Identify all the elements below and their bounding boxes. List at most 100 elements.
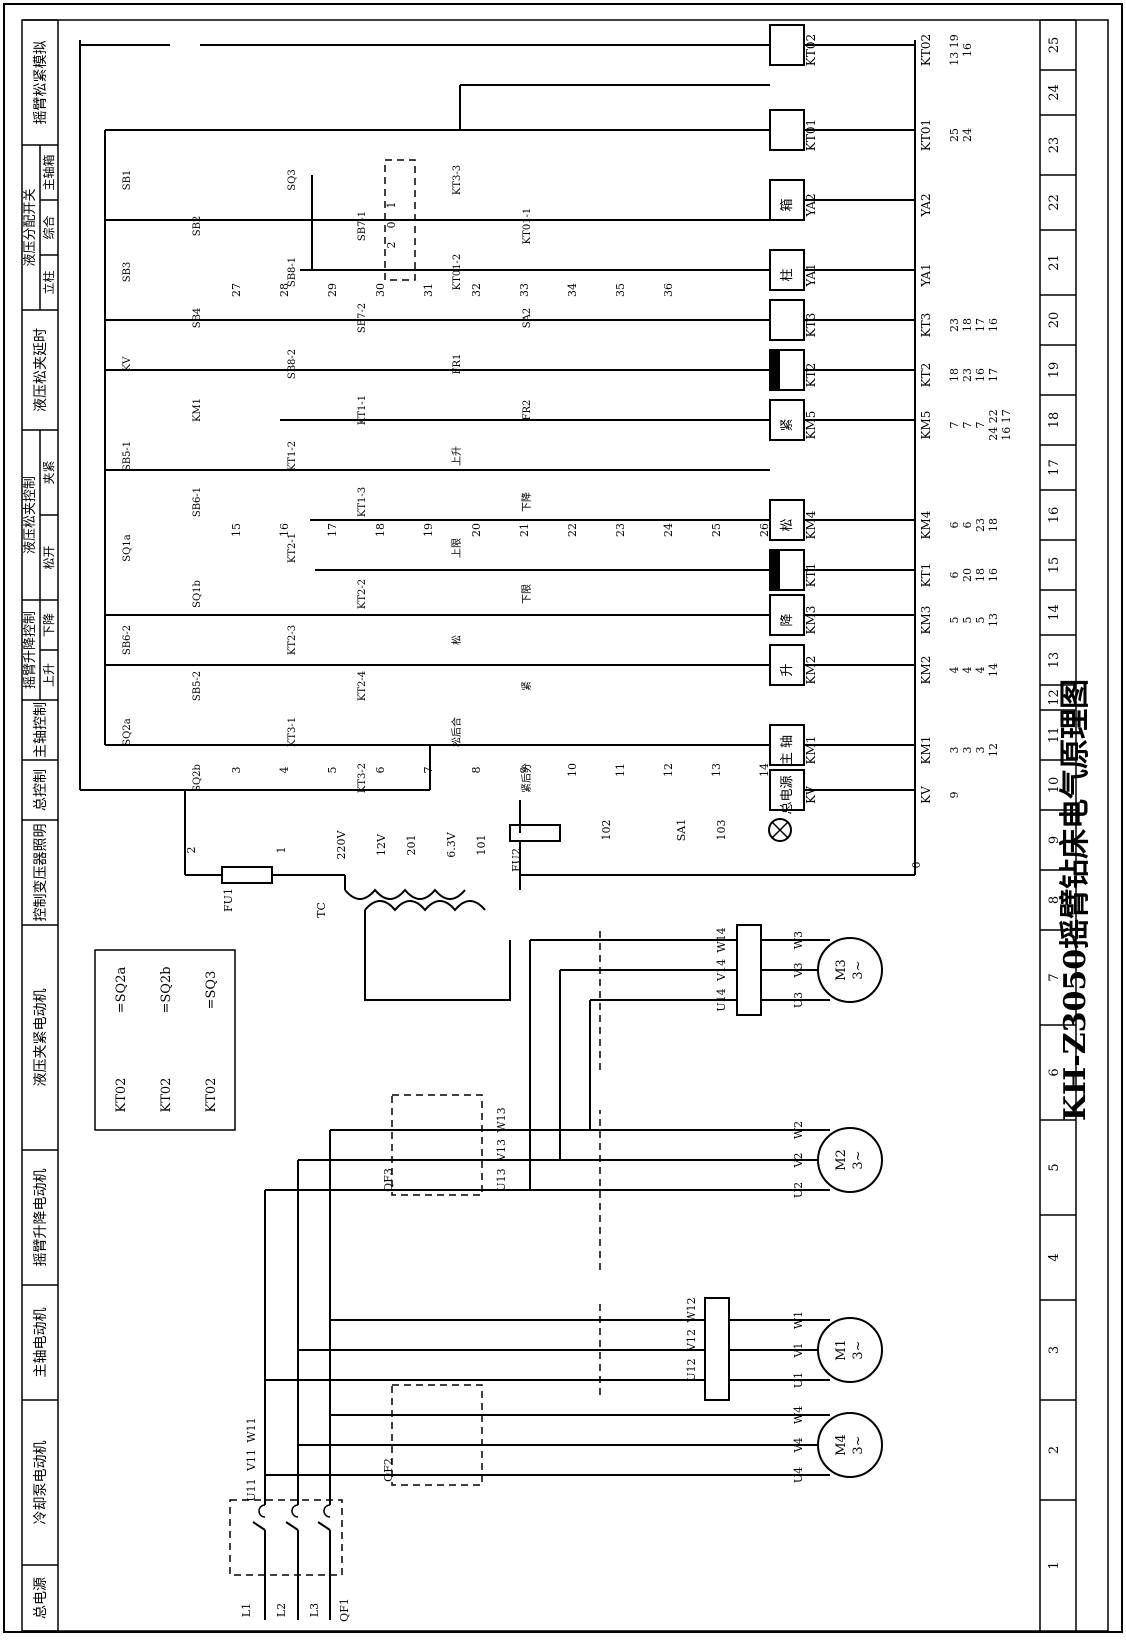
wire-label-4: V12 bbox=[685, 1329, 698, 1352]
device-label-14: SQ3 bbox=[287, 169, 298, 190]
node-label-5: 5 bbox=[326, 767, 339, 774]
km1-coil-symbol: 主 轴 bbox=[780, 735, 795, 765]
node-label-19: 19 bbox=[422, 523, 435, 537]
kt3-coil-tag: KT3 bbox=[804, 313, 818, 338]
kt1-coil-tag: KT1 bbox=[804, 563, 818, 588]
transformer-label-9: 102 bbox=[600, 820, 613, 841]
m3-terminal-0: U3 bbox=[792, 992, 805, 1008]
m2-terminal-1: V2 bbox=[792, 1153, 805, 1169]
node-label-10: 10 bbox=[566, 763, 579, 777]
kt1-contact-ref-0: 6 bbox=[948, 572, 961, 579]
kt3-contact-ref-2: 17 bbox=[974, 318, 987, 332]
motor-m2-symbol bbox=[817, 1127, 883, 1193]
node-label-34: 34 bbox=[566, 283, 579, 297]
kt01-coil-tag: KT01 bbox=[804, 119, 818, 151]
node-label-6: 6 bbox=[374, 767, 387, 774]
wire-label-8: W13 bbox=[495, 1107, 508, 1132]
section-title-11: 液压分配开关 bbox=[23, 188, 38, 266]
legend-ref-2: =SQ3 bbox=[204, 971, 219, 1010]
section-title-2: 主轴电动机 bbox=[33, 1308, 49, 1378]
device-label-15: SB7-1 bbox=[357, 211, 368, 241]
m4-phase: 3~ bbox=[851, 1435, 866, 1454]
outer-frame bbox=[3, 3, 1123, 1633]
km2-contact-tag: KM2 bbox=[919, 656, 933, 685]
column-number-10: 10 bbox=[1047, 777, 1062, 794]
device-label-31: SA2 bbox=[522, 308, 533, 328]
legend-device-1: KT02 bbox=[159, 1078, 174, 1113]
column-number-12: 12 bbox=[1047, 689, 1062, 706]
qf2-breaker bbox=[380, 1384, 830, 1486]
device-label-25: KT2-4 bbox=[357, 671, 368, 701]
wire-label-6: U13 bbox=[495, 1168, 508, 1191]
sa2-switch-frame bbox=[384, 159, 416, 281]
kt2-contact-ref-1: 23 bbox=[961, 368, 974, 382]
transformer-label-10: 103 bbox=[715, 820, 728, 841]
node-label-24: 24 bbox=[662, 523, 675, 537]
node-label-23: 23 bbox=[614, 523, 627, 537]
node-label-20: 20 bbox=[470, 523, 483, 537]
km1-contact-ref-1: 3 bbox=[961, 747, 974, 754]
ya1-coil-tag: YA1 bbox=[804, 263, 818, 287]
km4-contact-ref-1: 6 bbox=[961, 522, 974, 529]
kv-contact-tag: KV bbox=[919, 786, 933, 804]
ya2-coil-symbol: 箱 bbox=[779, 198, 795, 211]
transformer-label-6: FU1 bbox=[222, 888, 235, 912]
node-label-29: 29 bbox=[326, 283, 339, 297]
m4-name: M4 bbox=[834, 1434, 849, 1456]
kt2-contact-ref-0: 18 bbox=[948, 368, 961, 382]
km1-contact-ref-0: 3 bbox=[948, 747, 961, 754]
transformer-label-1: 220V bbox=[335, 829, 348, 859]
m2-terminal-2: W2 bbox=[792, 1121, 805, 1139]
section-title-8: 摇臂升降控制 bbox=[23, 611, 38, 689]
device-label-9: SQ1b bbox=[192, 580, 203, 608]
kt1-contact-ref-2: 18 bbox=[974, 568, 987, 582]
sa2-position-0: 0 bbox=[385, 222, 398, 229]
node-label-13: 13 bbox=[710, 763, 723, 777]
transformer-label-3: 6.3V bbox=[445, 831, 458, 857]
kt01-contact-ref-1: 24 bbox=[961, 128, 974, 142]
device-label-7: SB6-1 bbox=[192, 487, 203, 517]
device-label-30: KT01-2 bbox=[452, 254, 463, 291]
device-label-13: SQ2b bbox=[192, 764, 203, 792]
legend-device-2: KT02 bbox=[204, 1078, 219, 1113]
m3-terminal-1: V3 bbox=[792, 963, 805, 979]
kt3-contact-ref-3: 16 bbox=[987, 318, 1000, 332]
device-label-19: KT1-1 bbox=[357, 395, 368, 425]
m2-terminal-0: U2 bbox=[792, 1182, 805, 1198]
km3-contact-ref-2: 5 bbox=[974, 617, 987, 624]
km2-coil bbox=[769, 644, 805, 686]
m1-phase: 3~ bbox=[851, 1340, 866, 1359]
power-circuit bbox=[229, 900, 883, 1620]
km5-contact-ref-4: 16 17 bbox=[1000, 409, 1013, 441]
node-label-18: 18 bbox=[374, 523, 387, 537]
km1-coil-tag: KM1 bbox=[804, 736, 818, 765]
km3-contact-tag: KM3 bbox=[919, 606, 933, 635]
kt02-contact-tag: KT02 bbox=[919, 34, 933, 66]
kt2-contact-ref-2: 16 bbox=[974, 368, 987, 382]
column-number-1: 1 bbox=[1047, 1561, 1062, 1569]
ya2-contact-tag: YA2 bbox=[919, 193, 933, 217]
column-number-25: 25 bbox=[1047, 37, 1062, 54]
node-label-11: 11 bbox=[614, 763, 627, 777]
node-label-25: 25 bbox=[710, 523, 723, 537]
fr2-relay bbox=[736, 924, 762, 1016]
device-label-22: KT2-1 bbox=[287, 533, 298, 563]
kt02-coil bbox=[769, 24, 805, 66]
km4-coil-symbol: 松 bbox=[780, 518, 795, 531]
kt3-contact-ref-0: 23 bbox=[948, 318, 961, 332]
supply-label-1: L2 bbox=[275, 1603, 288, 1617]
section-title-10: 液压松夹延时 bbox=[33, 328, 49, 412]
node-label-35: 35 bbox=[614, 283, 627, 297]
device-label-32: FR1 bbox=[452, 354, 463, 375]
column-number-15: 15 bbox=[1047, 557, 1062, 574]
km1-contact-ref-3: 12 bbox=[987, 743, 1000, 757]
node-label-32: 32 bbox=[470, 283, 483, 297]
transformer-secondary bbox=[344, 888, 466, 900]
node-label-7: 7 bbox=[422, 767, 435, 774]
km5-coil bbox=[769, 399, 805, 441]
node-label-14: 14 bbox=[758, 763, 771, 777]
kt02-coil-tag: KT02 bbox=[804, 34, 818, 66]
device-label-3: SB4 bbox=[192, 308, 203, 329]
device-label-20: KT1-2 bbox=[287, 441, 298, 471]
